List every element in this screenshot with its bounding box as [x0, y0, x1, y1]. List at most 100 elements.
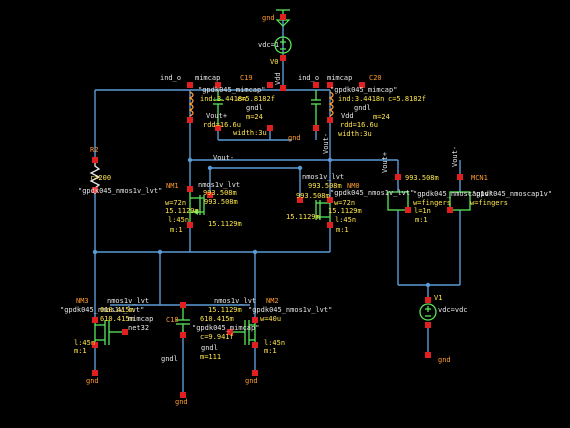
mimcap-bottom-label: mimcap: [128, 315, 153, 323]
vdd-label: Vdd: [274, 72, 282, 85]
nm1-v15b: 15.1129m: [208, 220, 242, 228]
vdc-source-v0[interactable]: [274, 36, 292, 54]
vout-label-rot: Vout-: [322, 133, 330, 154]
mcn1-model-l: "gpdk045_nmoscap1v": [413, 190, 493, 198]
rdd-right: rdd=16.6u: [340, 121, 378, 129]
pins: [92, 14, 463, 398]
mcn1-model-r: "gpdk045_nmoscap1v": [472, 190, 552, 198]
nm2-label: NM2: [266, 297, 279, 305]
nm0-label: NM0: [347, 182, 360, 190]
gndl-left-label: gndl: [246, 104, 263, 112]
nm0-v993b: 993.508m: [296, 192, 330, 200]
gnd-label-mid: gnd: [288, 134, 301, 142]
vout-minus-mid: Vout-: [213, 154, 234, 162]
net32-label: net32: [128, 324, 149, 332]
ind-o-right-label: ind_o: [298, 74, 319, 82]
capacitor-c20[interactable]: [311, 90, 321, 128]
vdc-source-v1[interactable]: [419, 303, 437, 321]
nm1-l: l:45n: [168, 216, 189, 224]
labels: gnd vdc=1 V0 Vdd ind_o mimcap C19 "gpdk0…: [60, 14, 552, 406]
gnd-label-nm3: gnd: [86, 377, 99, 385]
gnd-label-c18: gnd: [175, 398, 188, 406]
nmos-nm3[interactable]: [94, 320, 125, 345]
nmos-nm1[interactable]: [189, 188, 205, 225]
nm2-v610: 610.415m: [200, 315, 234, 323]
vout-minus-right: Vout-: [451, 146, 459, 167]
nm3-label: NM3: [76, 297, 89, 305]
nm0-v15: 15.1129m: [328, 207, 362, 215]
vdc-vdc-label: vdc=vdc: [438, 306, 468, 314]
nm1-w: w=72n: [165, 199, 186, 207]
nm3-v610: 610.415m: [100, 306, 134, 314]
nm0-v993: 993.508m: [308, 182, 342, 190]
nmos-nm0[interactable]: [315, 200, 331, 225]
vout-left-label: Vout+: [206, 112, 227, 120]
c20-label: C20: [369, 74, 382, 82]
nmoscap-mcn1[interactable]: [387, 191, 471, 211]
nm0-type: nmos1v_lvt: [302, 173, 344, 181]
r2-label: R2: [90, 146, 98, 154]
v1-label: V1: [434, 294, 442, 302]
gnd-label-nm2: gnd: [245, 377, 258, 385]
junctions: [92, 157, 431, 288]
mimcap-left-label: mimcap: [195, 74, 220, 82]
capacitor-c19[interactable]: [213, 90, 223, 128]
nm1-type: nmos1v_lvt: [198, 181, 240, 189]
ind-right-vals: ind:3.4418n: [338, 95, 384, 103]
c19-model-label: "gpdk045_mimcap": [198, 86, 265, 94]
gnd-label-top: gnd: [262, 14, 275, 22]
mcn1-m: m:1: [415, 216, 428, 224]
gndl-right-label: gndl: [354, 104, 371, 112]
nm1-v993: 993.508m: [203, 189, 237, 197]
c18-label: C18: [166, 316, 179, 324]
m24-right: m=24: [373, 113, 390, 121]
nm2-type: nmos1v_lvt: [214, 297, 256, 305]
c19-val: c=5.8182f: [237, 95, 275, 103]
nm3-m: m:1: [74, 347, 87, 355]
wires: [94, 18, 461, 395]
nm3-model: "gpdk045_nmos1v_lvt": [60, 306, 144, 314]
nm2-m: m:1: [264, 347, 277, 355]
mcn1-label: MCN1: [471, 174, 488, 182]
nm0-model: "gpdk045_nmos1v_lvt": [330, 189, 414, 197]
gndl-bottom-label: gndl: [161, 355, 178, 363]
mcn1-wf-r: w=fingers: [470, 199, 508, 207]
nm0-w: w=72n: [334, 199, 355, 207]
c18-val: c=9.941f: [200, 333, 234, 341]
c18-model: "gpdk045_mimcap": [192, 324, 259, 332]
nm2-l: l:45n: [264, 339, 285, 347]
mcn1-wf-l: w=fingers: [413, 199, 451, 207]
nm0-m: m:1: [336, 226, 349, 234]
c19-label: C19: [240, 74, 253, 82]
vout-plus-right: Vout+: [381, 152, 389, 173]
mcn1-l: l=1n: [414, 207, 431, 215]
inductor-right[interactable]: [328, 91, 334, 117]
c18-m: m=111: [200, 353, 221, 361]
nm1-v993b: 993.508m: [204, 198, 238, 206]
c20-val: c=5.8182f: [388, 95, 426, 103]
nm2-model: "gpdk045_nmos1v_lvt": [248, 306, 332, 314]
gnd-label-v1: gnd: [438, 356, 451, 364]
nm3-type: nmos1v_lvt: [107, 297, 149, 305]
v0-label: V0: [270, 58, 278, 66]
ind-left-vals: ind:3.4418n: [200, 95, 246, 103]
nm2-w: w=40u: [260, 315, 281, 323]
m24-left: m=24: [246, 113, 263, 121]
c20-model-label: "gpdk045_mimcap": [330, 86, 397, 94]
nm1-m: m:1: [170, 226, 183, 234]
nm1-v15: 15.1129m: [165, 207, 199, 215]
vdc-label: vdc=1: [258, 41, 279, 49]
rdd-left: rdd=16.6u: [203, 121, 241, 129]
ind-o-left-label: ind_o: [160, 74, 181, 82]
nm2-v15: 15.1129m: [208, 306, 242, 314]
r2-model-label: "gpdk045_nmos1v_lvt": [78, 187, 162, 195]
inductor-left[interactable]: [188, 91, 194, 117]
nm3-l: l:45n: [74, 339, 95, 347]
nm1-label: NM1: [166, 182, 179, 190]
mcn1-v993: 993.508m: [405, 174, 439, 182]
width-right: width:3u: [338, 130, 372, 138]
mimcap-right-label: mimcap: [327, 74, 352, 82]
width-left: width:3u: [233, 129, 267, 137]
